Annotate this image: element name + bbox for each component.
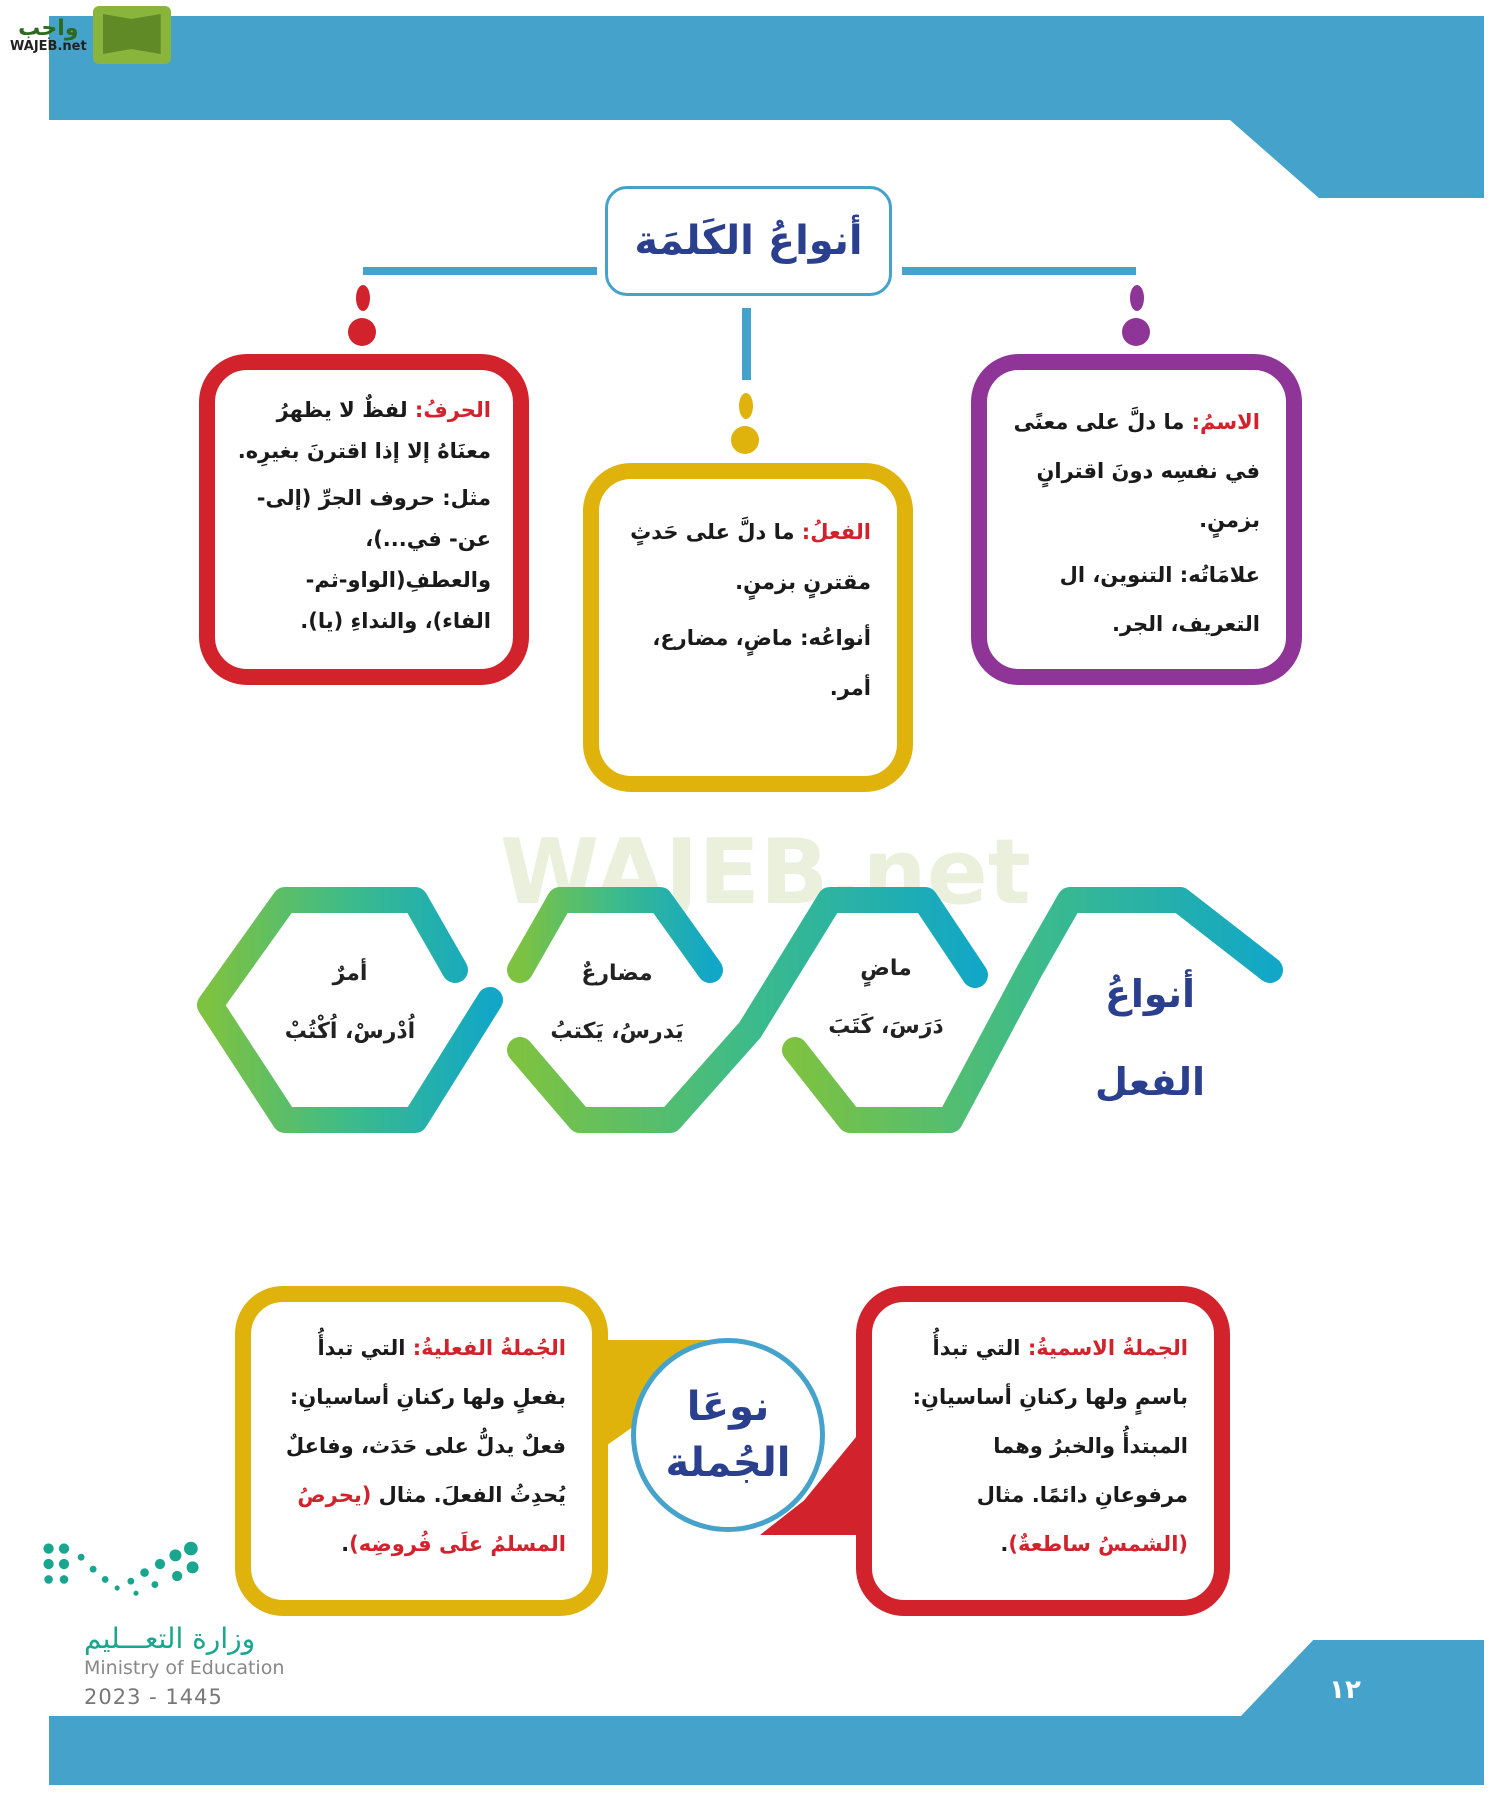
book-icon — [92, 6, 171, 64]
footer-band — [49, 1716, 1484, 1785]
definition: ما دلَّ على معنًى في نفسِه دونَ اقترانٍ … — [1013, 410, 1260, 532]
hex-madi-bottom — [782, 887, 1283, 1133]
example: (يحرصُ المسلمُ علَى فُروضِه) — [297, 1483, 566, 1556]
dot-yellow — [731, 426, 759, 454]
ministry-english: Ministry of Education — [84, 1657, 285, 1679]
ministry-arabic: وزارة التعـــليم — [84, 1622, 256, 1655]
term: الفعلُ: — [801, 520, 871, 544]
logo-arabic: واجب — [18, 15, 79, 41]
connector-left — [363, 267, 597, 275]
term: الجملةُ الاسميةُ: — [1027, 1336, 1188, 1360]
hex-mudari — [507, 887, 723, 983]
ministry-dots-logo — [43, 1541, 199, 1596]
drop-red — [356, 285, 370, 311]
card-nominal-sentence: الجملةُ الاسميةُ: التي تبدأُ باسمٍ ولها … — [856, 1286, 1230, 1616]
card-verbal-sentence: الجُملةُ الفعليةُ: التي تبدأُ بفعلٍ ولها… — [235, 1286, 608, 1616]
connector-center — [742, 308, 751, 380]
verb-types-chain — [197, 887, 1283, 1133]
definition: لفظٌ لا يظهرُ معنَاهُ إلا إذا اقترنَ بغي… — [237, 398, 491, 463]
drop-purple — [1130, 285, 1144, 311]
example: (الشمسُ ساطعةٌ) — [1008, 1532, 1188, 1556]
signs: علامَاتُه: التنوين، ال التعريف، الجر. — [1059, 563, 1260, 636]
page-title: أنواعُ الكَلمَة — [605, 186, 892, 296]
verb-madi: ماضٍدَرَسَ، كَتَبَ — [828, 956, 944, 1039]
hex-amr — [197, 887, 503, 1133]
examples: مثل: حروف الجرِّ (إلى- عن- في...)، والعط… — [256, 486, 491, 633]
header-banner — [49, 16, 1484, 120]
period: . — [341, 1532, 350, 1556]
definition: التي تبدأُ بفعلٍ ولها ركنانِ أساسيانِ: ف… — [285, 1336, 566, 1507]
verb-types-title: أنواعُالفعل — [1094, 972, 1205, 1104]
header-banner-corner — [1230, 120, 1484, 198]
logo-latin: WAJEB.net — [10, 38, 87, 54]
card-harf: الحرفُ: لفظٌ لا يظهرُ معنَاهُ إلا إذا اق… — [199, 354, 529, 685]
term: الاسمُ: — [1191, 410, 1260, 434]
period: . — [1000, 1532, 1009, 1556]
edition-year: 2023 - 1445 — [84, 1685, 223, 1709]
hex-mudari-bottom — [507, 887, 988, 1133]
term: الجُملةُ الفعليةُ: — [412, 1336, 566, 1360]
dot-purple — [1122, 318, 1150, 346]
types: أنواعُه: ماضٍ، مضارع، أمر. — [652, 626, 871, 700]
drop-yellow — [739, 393, 753, 419]
verb-amr: أمرٌاُدْرسْ، اُكْتُبْ — [284, 961, 416, 1044]
connector-right — [902, 267, 1136, 275]
dot-red — [348, 318, 376, 346]
page-number: ١٢ — [1329, 1675, 1361, 1705]
card-fiil: الفعلُ: ما دلَّ على حَدثٍ مقترنٍ بزمنٍ. … — [583, 463, 913, 792]
verb-mudari: مضارعٌيَدرسُ، يَكتبُ — [550, 961, 684, 1044]
ministry-logo: وزارة التعـــليم Ministry of Education 2… — [84, 1622, 284, 1709]
definition: ما دلَّ على حَدثٍ مقترنٍ بزمنٍ. — [630, 520, 871, 594]
term: الحرفُ: — [414, 398, 491, 422]
card-ism: الاسمُ: ما دلَّ على معنًى في نفسِه دونَ … — [971, 354, 1302, 685]
definition: التي تبدأُ باسمٍ ولها ركنانِ أساسيانِ: ا… — [912, 1336, 1188, 1507]
